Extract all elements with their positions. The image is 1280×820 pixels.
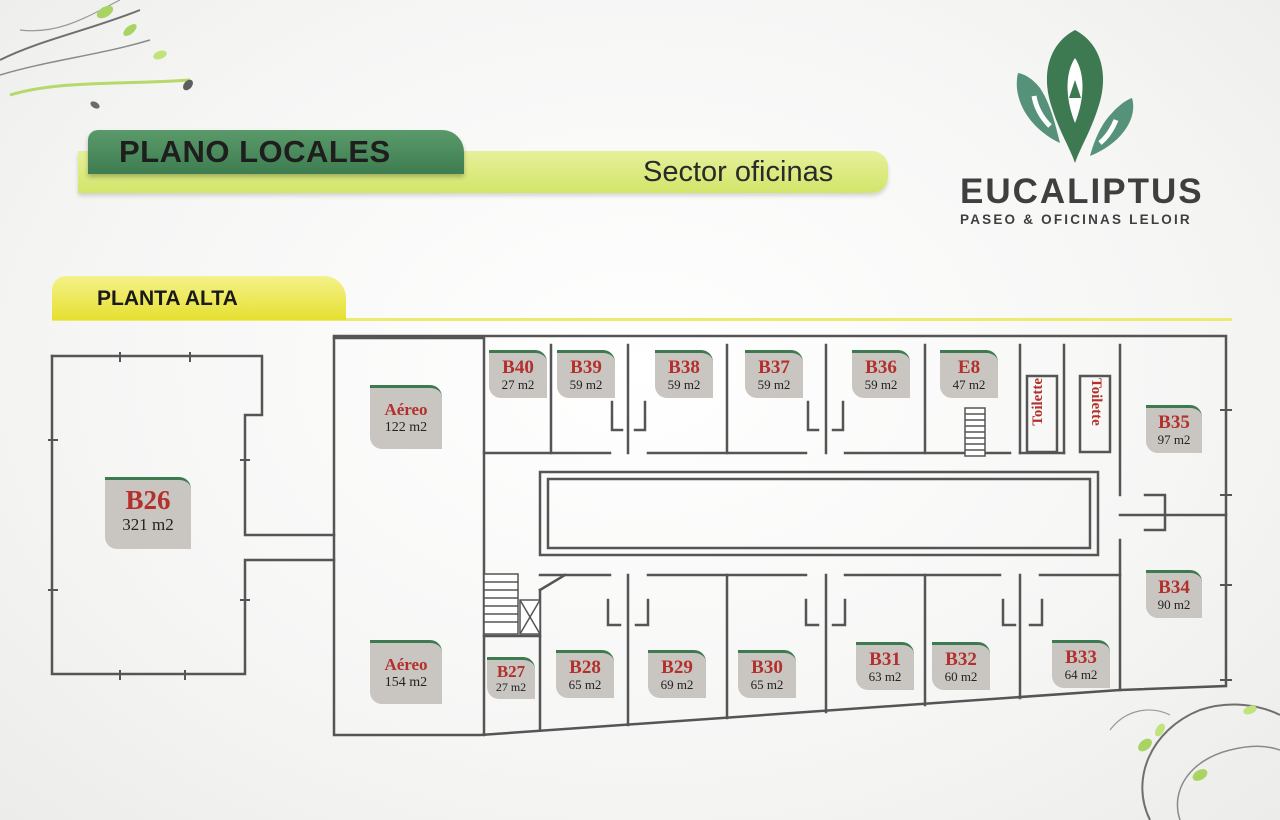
unit-label-b37: B37 59 m2 (745, 350, 803, 398)
page-title: PLANO LOCALES (119, 134, 391, 169)
brand-tagline: PASEO & OFICINAS LELOIR (960, 212, 1192, 227)
page-subtitle: Sector oficinas (643, 156, 834, 188)
unit-label-b39: B39 59 m2 (557, 350, 615, 398)
unit-label-aereo-top: Aéreo 122 m2 (370, 385, 442, 449)
unit-label-b30: B30 65 m2 (738, 650, 796, 698)
brand-name: EUCALIPTUS (960, 172, 1204, 211)
unit-label-b36: B36 59 m2 (852, 350, 910, 398)
eucaliptus-logo-icon (1016, 30, 1134, 163)
unit-label-b34: B34 90 m2 (1146, 570, 1202, 618)
unit-label-b29: B29 69 m2 (648, 650, 706, 698)
vine-decoration-bottom-right (1109, 703, 1280, 820)
vine-decoration-top-left (0, 0, 193, 109)
unit-label-b26: B26 321 m2 (105, 477, 191, 549)
unit-label-e8: E8 47 m2 (940, 350, 998, 398)
unit-label-b28: B28 65 m2 (556, 650, 614, 698)
toilet-label-right: Toilette (1088, 378, 1104, 426)
unit-label-b40: B40 27 m2 (489, 350, 547, 398)
unit-label-b31: B31 63 m2 (856, 642, 914, 690)
unit-label-b32: B32 60 m2 (932, 642, 990, 690)
floor-label: PLANTA ALTA (97, 287, 238, 310)
toilet-label-left: Toilette (1030, 378, 1046, 426)
unit-label-b35: B35 97 m2 (1146, 405, 1202, 453)
floor-tab (52, 276, 346, 320)
unit-label-aereo-bottom: Aéreo 154 m2 (370, 640, 442, 704)
floor-divider (52, 318, 1232, 321)
header-title-tab (88, 130, 464, 174)
unit-label-b27: B27 27 m2 (487, 657, 535, 699)
unit-label-b38: B38 59 m2 (655, 350, 713, 398)
unit-label-b33: B33 64 m2 (1052, 640, 1110, 688)
